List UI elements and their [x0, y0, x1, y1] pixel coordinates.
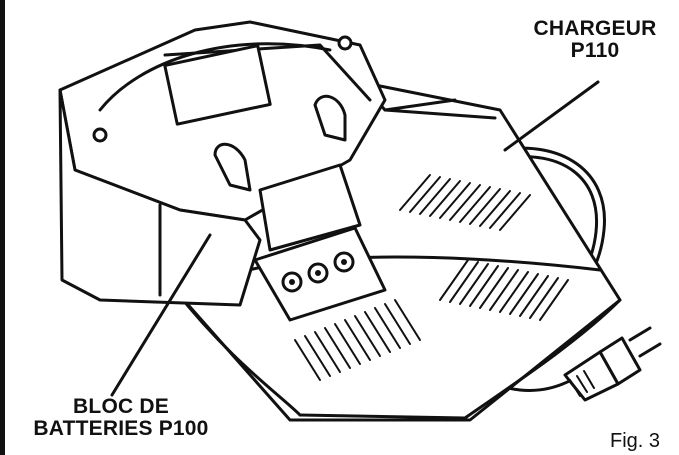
page-border-rule	[0, 0, 5, 455]
battery-leader-line	[110, 233, 212, 397]
battery-label-line2: BATTERIES P100	[33, 417, 209, 440]
figure-caption: Fig. 3	[610, 430, 661, 452]
indicator-panel	[253, 226, 387, 322]
battery-callout-label: BLOC DE BATTERIES P100	[6, 396, 236, 440]
vent-grille-front	[294, 299, 421, 381]
charger-label-line1: CHARGEUR	[533, 17, 657, 40]
vent-grille-right	[439, 259, 569, 321]
vent-grille-top	[399, 174, 531, 231]
charger-leader-line	[503, 80, 600, 152]
charger-callout-label: CHARGEUR P110	[520, 18, 670, 62]
battery-pack	[58, 20, 387, 307]
battery-label-line1: BLOC DE	[73, 395, 169, 418]
charger-label-line2: P110	[570, 39, 620, 62]
power-plug	[563, 326, 662, 402]
